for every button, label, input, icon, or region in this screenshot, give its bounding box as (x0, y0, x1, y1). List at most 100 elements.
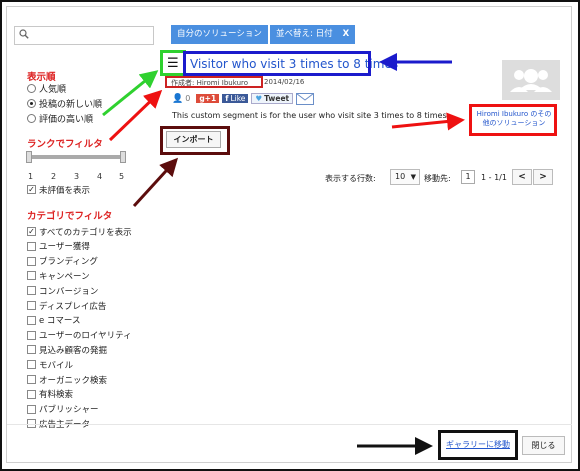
search-input[interactable] (14, 26, 154, 45)
tweet-button[interactable]: ♥Tweet (251, 93, 294, 104)
category-item[interactable]: パブリッシャー (27, 403, 99, 416)
rating-slider-min-handle[interactable] (26, 151, 32, 163)
my-solutions-button[interactable]: 自分のソリューション (171, 25, 268, 44)
category-checkbox[interactable] (27, 360, 36, 370)
solution-title-link[interactable]: Visitor who visit 3 times to 8 times (190, 57, 399, 71)
sort-radio[interactable] (27, 84, 36, 93)
category-item[interactable]: 有料検索 (27, 388, 73, 401)
category-label: すべてのカテゴリを表示 (39, 227, 132, 238)
rating-tick: 2 (51, 172, 57, 181)
category-item[interactable]: ユーザー獲得 (27, 240, 90, 253)
category-item[interactable]: ✓すべてのカテゴリを表示 (27, 225, 132, 238)
category-item[interactable]: オーガニック検索 (27, 373, 107, 386)
sort-radio[interactable] (27, 99, 36, 108)
next-page-button[interactable]: > (533, 169, 553, 185)
category-checkbox[interactable] (27, 315, 36, 325)
rating-tick: 1 (28, 172, 34, 181)
category-checkbox[interactable] (27, 256, 36, 266)
highlight-box-red-profile (469, 104, 557, 136)
jump-to-page-input[interactable]: 1 (461, 170, 475, 184)
solution-date: 2014/02/16 (264, 78, 305, 86)
category-checkbox[interactable] (27, 419, 36, 429)
sort-option-label: 評価の高い順 (39, 115, 94, 125)
category-item[interactable]: 見込み顧客の発掘 (27, 343, 107, 356)
rows-per-page-label: 表示する行数: (325, 174, 376, 183)
prev-page-button[interactable]: < (512, 169, 532, 185)
sort-option[interactable]: 人気順 (27, 82, 66, 95)
sort-option-label: 投稿の新しい順 (39, 100, 103, 110)
category-item[interactable]: ユーザーのロイヤリティ (27, 329, 132, 342)
rating-filter-title: ランクでフィルタ (27, 139, 103, 150)
category-label: パブリッシャー (39, 405, 99, 416)
category-checkbox[interactable] (27, 241, 36, 251)
category-checkbox[interactable] (27, 301, 36, 310)
sort-option-label: 人気順 (39, 85, 67, 95)
show-unrated-checkbox[interactable]: ✓ (27, 185, 36, 194)
close-button[interactable]: 閉じる (522, 436, 565, 455)
solution-author: 作成者: Hiromi Ibukuro (171, 79, 249, 87)
go-to-gallery-link[interactable]: ギャラリーに移動 (446, 440, 510, 449)
rating-tick: 5 (119, 172, 125, 181)
category-checkbox[interactable] (27, 345, 36, 355)
show-unrated-checkbox-row[interactable]: ✓ 未評価を表示 (27, 183, 90, 196)
category-item[interactable]: e コマース (27, 314, 81, 327)
rating-tick: 4 (97, 172, 103, 181)
sort-option[interactable]: 評価の高い順 (27, 112, 93, 125)
page-range: 1 - 1/1 (481, 173, 507, 182)
solution-description: This custom segment is for the user who … (172, 111, 450, 120)
category-label: キャンペーン (39, 271, 90, 282)
highlight-box-black (438, 430, 518, 460)
category-label: ユーザー獲得 (39, 242, 90, 253)
import-button[interactable]: インポート (166, 131, 221, 148)
rows-per-page-value: 10 (395, 172, 406, 181)
user-group-icon (510, 69, 552, 92)
highlight-box-red (165, 76, 263, 88)
category-item[interactable]: モバイル (27, 358, 73, 371)
category-item[interactable]: キャンペーン (27, 269, 90, 282)
category-item[interactable]: コンバージョン (27, 284, 98, 297)
rating-slider-track[interactable] (30, 155, 124, 159)
rows-per-page-select[interactable]: 10 ▼ (390, 169, 420, 185)
highlight-box-blue (183, 51, 371, 76)
google-plus-button[interactable]: g+1 (196, 94, 220, 103)
category-checkbox[interactable]: ✓ (27, 227, 36, 236)
jump-to-label: 移動先: (424, 174, 451, 183)
category-checkbox[interactable] (27, 389, 36, 399)
import-count: 0 (185, 94, 191, 103)
footer-divider (7, 424, 572, 425)
email-icon[interactable] (296, 92, 315, 105)
search-icon (19, 29, 29, 39)
segment-type-icon: ☰ (167, 56, 179, 71)
remove-sort-chip-button[interactable]: X (342, 29, 350, 39)
category-item[interactable]: ディスプレイ広告 (27, 299, 106, 312)
sort-chip-label: 並べ替え: 日付 (276, 29, 333, 39)
category-label: オーガニック検索 (39, 375, 108, 386)
twitter-icon: ♥ (255, 94, 263, 103)
category-checkbox[interactable] (27, 404, 36, 414)
category-checkbox[interactable] (27, 271, 36, 281)
category-label: 見込み顧客の発掘 (39, 345, 108, 356)
sort-radio[interactable] (27, 114, 36, 123)
category-checkbox[interactable] (27, 375, 36, 384)
category-label: e コマース (39, 316, 81, 327)
sort-filter-chip[interactable]: 並べ替え: 日付 X (270, 25, 356, 44)
gallery-dialog (6, 6, 572, 463)
category-label: コンバージョン (39, 286, 99, 297)
category-label: ユーザーのロイヤリティ (39, 331, 132, 342)
sort-option[interactable]: 投稿の新しい順 (27, 97, 102, 110)
category-label: モバイル (39, 360, 74, 371)
sort-section-title: 表示順 (27, 72, 56, 83)
author-avatar (502, 60, 560, 100)
rating-tick: 3 (74, 172, 80, 181)
category-checkbox[interactable] (27, 330, 36, 340)
category-checkbox[interactable] (27, 286, 36, 296)
facebook-icon: f (225, 94, 229, 103)
rating-slider-max-handle[interactable] (120, 151, 126, 163)
category-item[interactable]: ブランディング (27, 255, 98, 268)
author-other-solutions-link[interactable]: Hiromi Ibukuro のその他のソリューション (476, 110, 552, 127)
category-label: ブランディング (39, 257, 98, 268)
highlight-box-darkred (160, 126, 230, 155)
category-filter-title: カテゴリでフィルタ (27, 211, 113, 222)
